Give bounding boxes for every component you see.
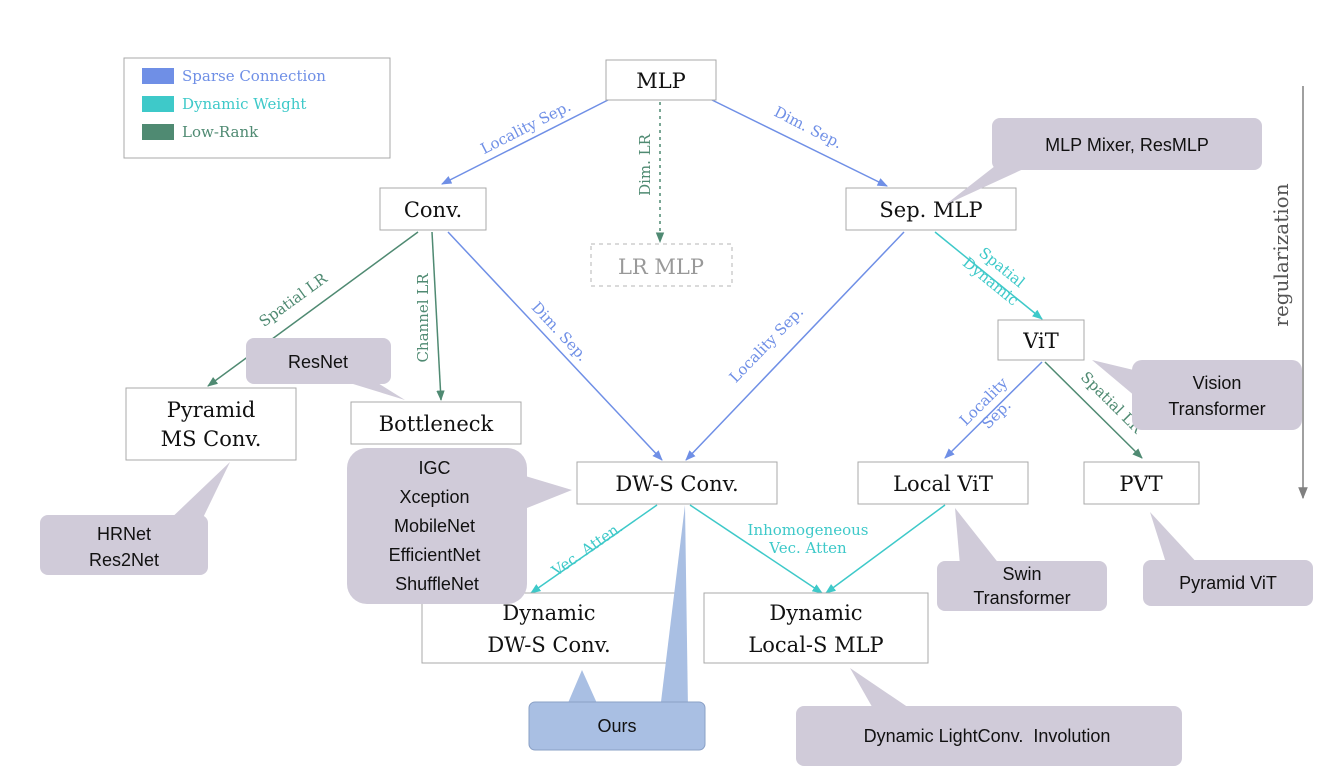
callout-depthwise-methods: IGC Xception MobileNet EfficientNet Shuf… bbox=[347, 448, 572, 604]
edge-conv-dws bbox=[447, 231, 663, 461]
edge-dws-dyndws bbox=[530, 504, 658, 594]
edge-conv-bottleneck bbox=[431, 231, 445, 402]
edge-localvit-dynlocal bbox=[825, 504, 946, 594]
regularization-axis: regularization bbox=[1269, 86, 1308, 500]
edge-label-conv-bott: Channel LR bbox=[414, 273, 432, 363]
svg-text:LR MLP: LR MLP bbox=[618, 255, 704, 279]
callout-mlp-mixer-resmlp: MLP Mixer, ResMLP bbox=[945, 118, 1262, 205]
svg-text:MLP: MLP bbox=[636, 69, 686, 93]
edges bbox=[207, 99, 1143, 594]
node-dw-s-conv: DW-S Conv. bbox=[576, 461, 778, 505]
edge-label-sep-vit: SpatialDynamic bbox=[959, 240, 1033, 310]
legend-label: Low-Rank bbox=[182, 123, 259, 141]
edge-conv-pyramid bbox=[207, 231, 419, 387]
edge-label-mlp-conv: Locality Sep. bbox=[478, 97, 574, 158]
edge-label-sep-dws: Locality Sep. bbox=[726, 303, 808, 387]
edge-vit-pvt bbox=[1044, 361, 1143, 459]
edge-label-conv-pyr: Spatial LR bbox=[256, 269, 331, 331]
svg-text:ViT: ViT bbox=[1022, 329, 1059, 353]
edge-vit-localvit bbox=[944, 361, 1043, 459]
edge-mlp-conv bbox=[441, 99, 609, 185]
callout-ours: Ours bbox=[528, 505, 706, 751]
svg-text:Ours: Ours bbox=[597, 716, 636, 736]
callout-pyramid-vit: Pyramid ViT bbox=[1143, 512, 1313, 606]
svg-text:Conv.: Conv. bbox=[404, 198, 462, 222]
callout-resnet: ResNet bbox=[246, 338, 405, 400]
edge-label-vit-local: LocalitySep. bbox=[956, 374, 1025, 443]
legend-label: Dynamic Weight bbox=[182, 95, 306, 113]
edge-label-conv-dws: Dim. Sep. bbox=[528, 298, 592, 364]
callout-dynamic-lightconv-involution: Dynamic LightConv. Involution bbox=[796, 668, 1182, 766]
legend-label: Sparse Connection bbox=[182, 67, 326, 85]
svg-text:IGC Xception M: IGC Xception MobileNet EfficientNet Shuf… bbox=[389, 458, 486, 594]
edge-sepmlp-vit bbox=[934, 231, 1043, 320]
edge-sepmlp-dws bbox=[685, 231, 905, 461]
svg-text:Dynamic LightConv. Involution: Dynamic LightConv. Involution bbox=[864, 726, 1111, 746]
node-sep-mlp: Sep. MLP bbox=[845, 187, 1017, 231]
regularization-label: regularization bbox=[1269, 183, 1293, 326]
node-vit: ViT bbox=[997, 319, 1085, 361]
svg-text:Local ViT: Local ViT bbox=[893, 472, 993, 496]
legend: Sparse Connection Dynamic Weight Low-Ran… bbox=[123, 57, 391, 159]
edge-mlp-sepmlp bbox=[711, 99, 888, 187]
edge-label-mlp-lr: Dim. LR bbox=[636, 133, 654, 196]
edge-label-mlp-sep: Dim. Sep. bbox=[771, 103, 845, 153]
edge-dws-dynlocal bbox=[689, 504, 823, 594]
svg-text:MLP Mixer, ResMLP: MLP Mixer, ResMLP bbox=[1045, 135, 1209, 155]
svg-text:Pyramid ViT: Pyramid ViT bbox=[1179, 573, 1277, 593]
svg-text:ResNet: ResNet bbox=[288, 352, 348, 372]
legend-item-sparse: Sparse Connection bbox=[142, 67, 326, 85]
node-local-vit: Local ViT bbox=[857, 461, 1029, 505]
svg-text:DW-S Conv.: DW-S Conv. bbox=[615, 472, 738, 496]
legend-item-dynamic: Dynamic Weight bbox=[142, 95, 306, 113]
node-mlp: MLP bbox=[605, 59, 717, 101]
node-conv: Conv. bbox=[379, 187, 487, 231]
svg-text:PVT: PVT bbox=[1119, 472, 1162, 496]
node-bottleneck: Bottleneck bbox=[350, 401, 522, 445]
node-lr-mlp: LR MLP bbox=[590, 243, 733, 287]
node-pvt: PVT bbox=[1083, 461, 1200, 505]
svg-text:Bottleneck: Bottleneck bbox=[379, 412, 494, 436]
svg-text:Sep. MLP: Sep. MLP bbox=[879, 198, 982, 222]
legend-item-lowrank: Low-Rank bbox=[142, 123, 259, 141]
edge-label-dws-dyn: Vec. Atten. bbox=[547, 518, 625, 580]
